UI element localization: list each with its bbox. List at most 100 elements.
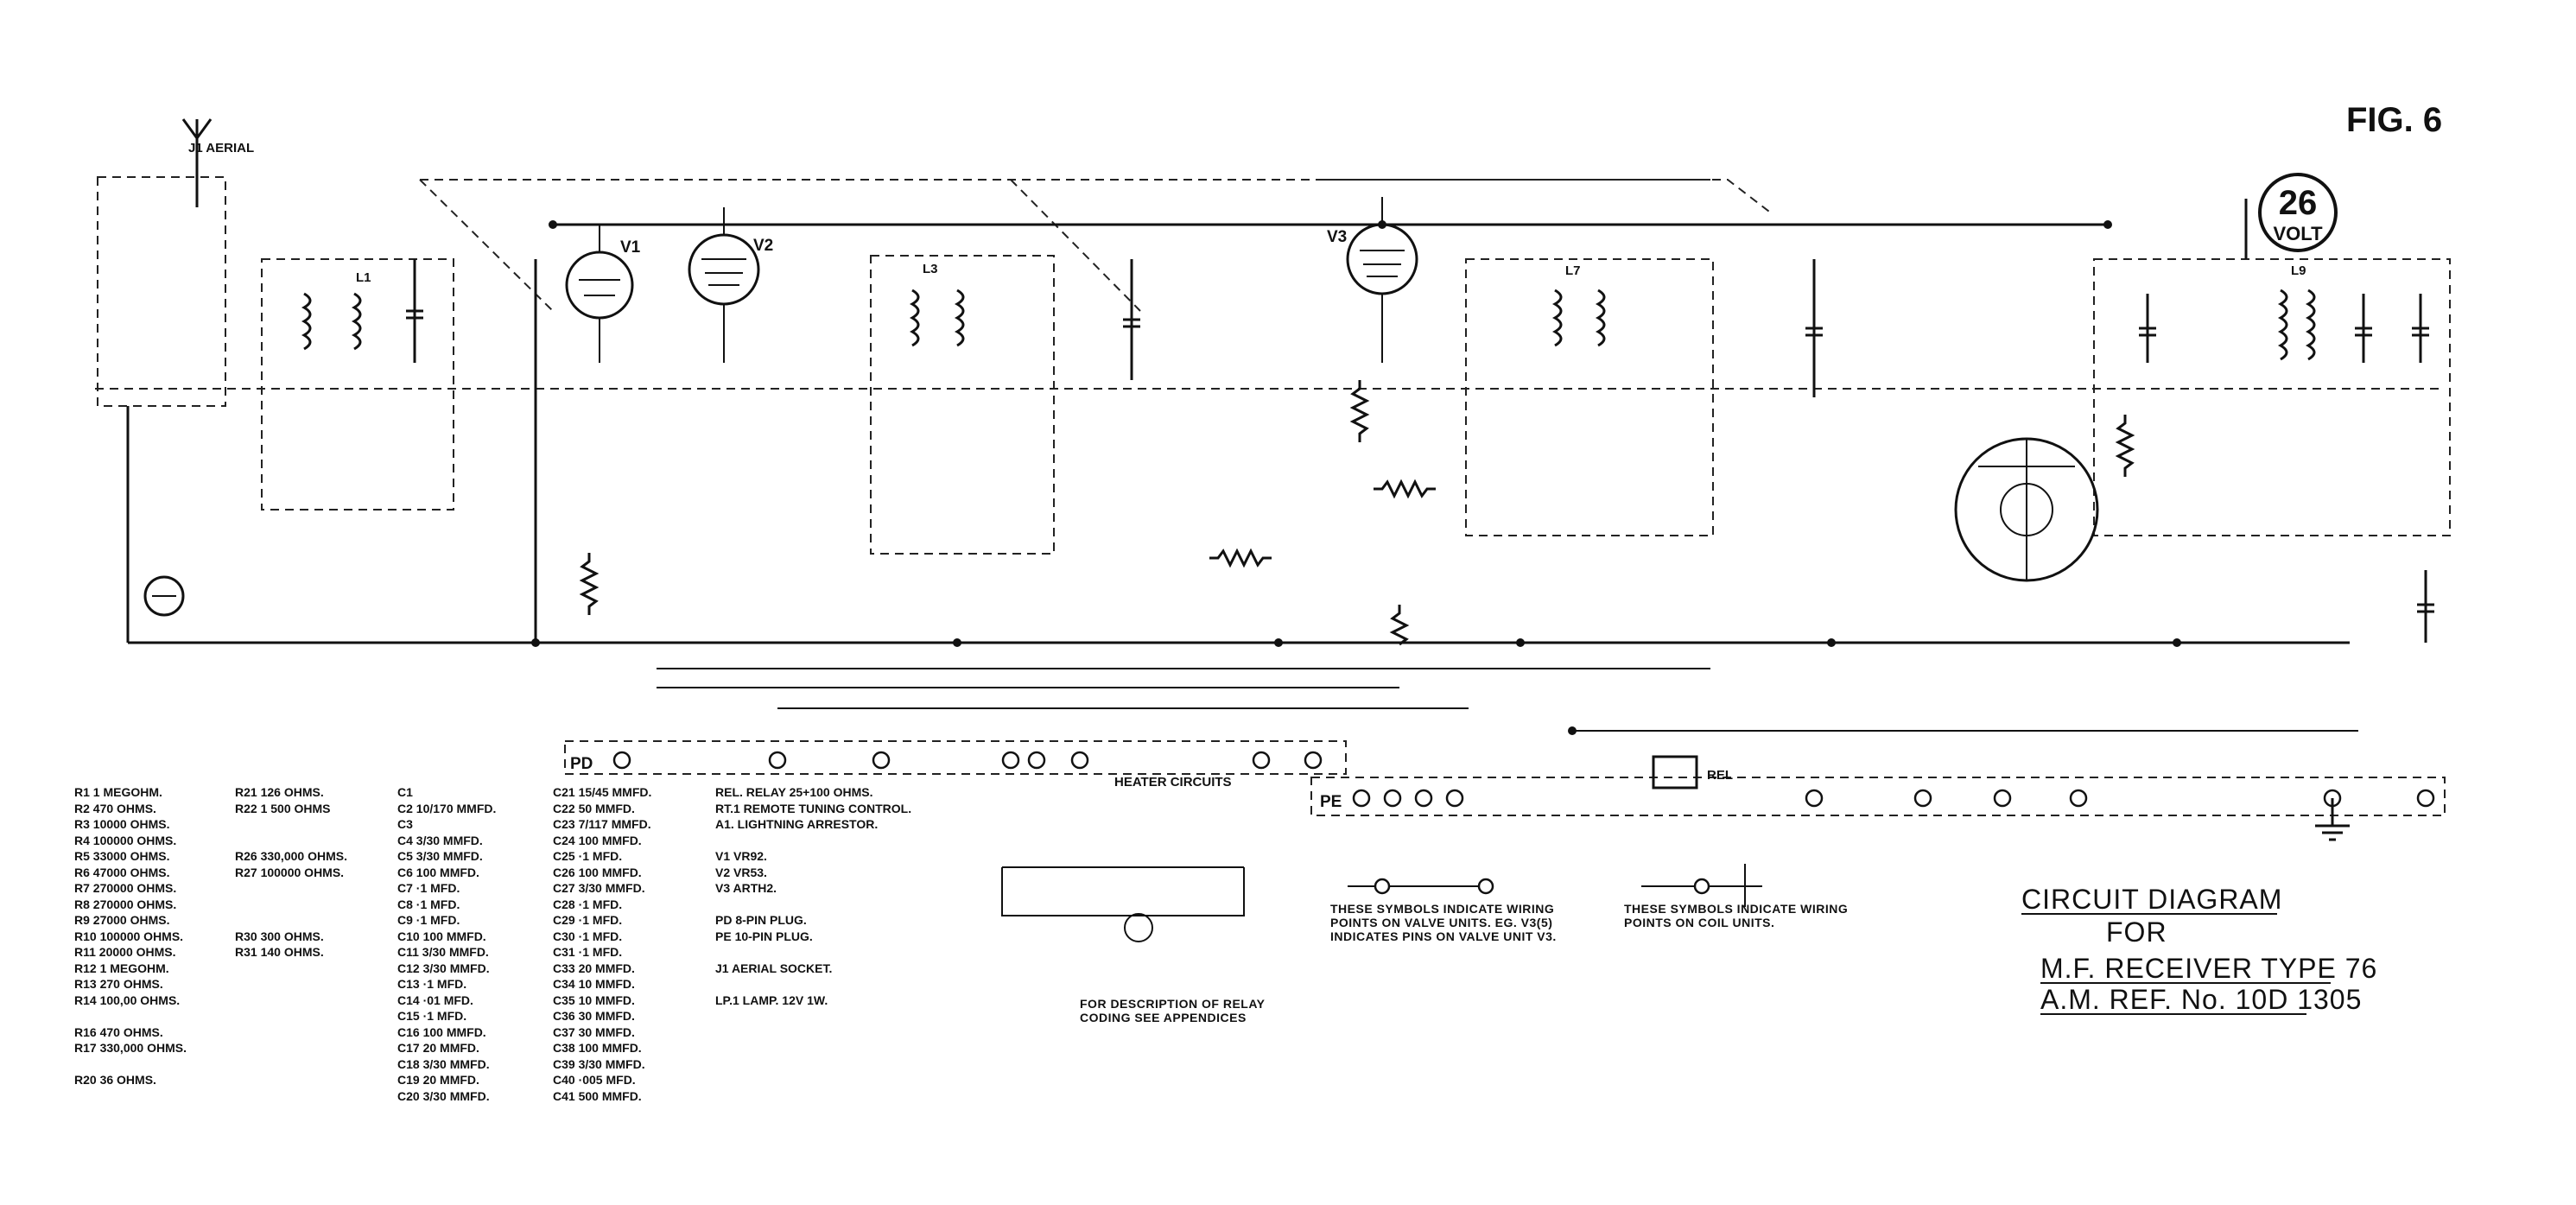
title-block: CIRCUIT DIAGRAM FOR M.F. RECEIVER TYPE 7… <box>2021 884 2377 1015</box>
coil-symbol-note: THESE SYMBOLS INDICATE WIRING POINTS ON … <box>1624 902 1849 929</box>
parts-list-item: PE 10-PIN PLUG. <box>715 929 813 943</box>
parts-list-item: C41 500 MMFD. <box>553 1088 642 1103</box>
parts-list-item: C15 ·1 MFD. <box>397 1009 467 1023</box>
parts-list-item: R30 300 OHMS. <box>235 929 324 943</box>
parts-list-item: C1 <box>397 785 413 799</box>
parts-list-item: C33 20 MMFD. <box>553 961 635 975</box>
capacitor-bank <box>406 259 2434 643</box>
title-line-2: FOR <box>2106 916 2167 948</box>
svg-text:REL: REL <box>1707 768 1733 783</box>
title-line-3: M.F. RECEIVER TYPE 76 <box>2040 953 2377 984</box>
parts-list-item: C7 ·1 MFD. <box>397 881 460 895</box>
parts-list-item <box>715 976 992 993</box>
svg-text:V1: V1 <box>620 238 641 257</box>
aerial-label: J1 AERIAL <box>188 141 254 155</box>
parts-list-item: R1 1 MEGOHM. <box>74 785 162 799</box>
parts-list-item <box>235 833 390 849</box>
parts-list-item <box>235 880 390 897</box>
parts-list-item: V2 VR53. <box>715 865 767 879</box>
parts-list-item <box>715 944 992 961</box>
parts-list-item: C17 20 MMFD. <box>397 1041 479 1055</box>
svg-text:V2: V2 <box>753 237 773 255</box>
junction-dots <box>531 220 2181 735</box>
coil-l3: L3 <box>909 262 965 347</box>
unit-outlines <box>95 176 2451 816</box>
parts-list-item: R26 330,000 OHMS. <box>235 849 347 863</box>
svg-text:L1: L1 <box>356 270 371 285</box>
parts-list-item: R6 47000 OHMS. <box>74 865 170 879</box>
parts-list-item: C2 10/170 MMFD. <box>397 801 497 815</box>
coil-l1: L1 <box>301 270 371 351</box>
parts-list-item: RT.1 REMOTE TUNING CONTROL. <box>715 801 912 815</box>
valve-v1: V1 <box>565 225 641 363</box>
svg-text:PE: PE <box>1320 793 1342 811</box>
parts-list-item: C11 3/30 MMFD. <box>397 945 489 959</box>
parts-list-item: C21 15/45 MMFD. <box>553 785 652 799</box>
parts-list-item: C24 100 MMFD. <box>553 833 642 847</box>
parts-list-item: C37 30 MMFD. <box>553 1024 635 1039</box>
parts-list-item <box>235 897 390 913</box>
parts-list-item <box>74 1056 230 1073</box>
coil-l7: L7 <box>1551 263 1606 347</box>
heater-circuits: HEATER CIRCUITS <box>1001 775 1245 942</box>
parts-list-item: C14 ·01 MFD. <box>397 993 473 1007</box>
parts-list-item: C18 3/30 MMFD. <box>397 1056 490 1071</box>
parts-list-item: C26 100 MMFD. <box>553 865 642 879</box>
parts-list-item: V1 VR92. <box>715 849 767 863</box>
valve-v2: V2 <box>688 207 773 363</box>
parts-list-item: R14 100,00 OHMS. <box>74 993 181 1007</box>
parts-list-capacitors-b: C21 15/45 MMFD. C22 50 MMFD. C23 7/117 MMF… <box>553 784 708 1104</box>
svg-text:V3: V3 <box>1327 228 1347 246</box>
parts-list-item: PD 8-PIN PLUG. <box>715 913 807 927</box>
parts-list-item <box>715 897 992 913</box>
parts-list-item: R11 20000 OHMS. <box>74 945 176 959</box>
parts-list-item: A1. LIGHTNING ARRESTOR. <box>715 817 879 831</box>
ground-bus <box>126 199 2358 732</box>
voltage-badge: 26 VOLT <box>2258 173 2338 252</box>
parts-list-item <box>715 833 992 849</box>
parts-list-item: LP.1 LAMP. 12V 1W. <box>715 993 828 1007</box>
parts-list-item: R12 1 MEGOHM. <box>74 961 169 975</box>
parts-list-item: C4 3/30 MMFD. <box>397 833 483 847</box>
parts-list-item: C39 3/30 MMFD. <box>553 1056 645 1071</box>
plug-pe: PE <box>1320 789 2435 811</box>
parts-list-item: C23 7/117 MMFD. <box>553 817 651 831</box>
parts-list-item: C40 ·005 MFD. <box>553 1073 636 1087</box>
svg-text:L9: L9 <box>2291 263 2306 278</box>
parts-list-item: R17 330,000 OHMS. <box>74 1041 187 1055</box>
parts-list-item: R5 33000 OHMS. <box>74 849 170 863</box>
parts-list-item: C9 ·1 MFD. <box>397 913 460 927</box>
parts-list-item: R10 100000 OHMS. <box>74 929 184 943</box>
aerial-icon: J1 AERIAL <box>181 118 254 207</box>
svg-text:VOLT: VOLT <box>2273 223 2323 244</box>
parts-list-item: R22 1 500 OHMS <box>235 801 331 815</box>
parts-list-item: C22 50 MMFD. <box>553 801 635 815</box>
parts-list-item: C3 <box>397 817 413 831</box>
parts-list-item: J1 AERIAL SOCKET. <box>715 961 833 975</box>
tuning-control-icon <box>1954 437 2099 582</box>
parts-list-item: REL. RELAY 25+100 OHMS. <box>715 785 873 799</box>
parts-list-item: R3 10000 OHMS. <box>74 817 170 831</box>
parts-list-item: C13 ·1 MFD. <box>397 977 467 991</box>
parts-list-item: C27 3/30 MMFD. <box>553 881 645 895</box>
parts-list-item: C20 3/30 MMFD. <box>397 1088 490 1103</box>
parts-list-item <box>235 912 390 929</box>
parts-list-item: R7 270000 OHMS. <box>74 881 177 895</box>
parts-list-item: C28 ·1 MFD. <box>553 897 623 911</box>
lightning-arrestor-icon <box>143 575 185 617</box>
parts-list-item: C12 3/30 MMFD. <box>397 961 490 975</box>
parts-list-item: C16 100 MMFD. <box>397 1024 486 1039</box>
valve-symbol-note: THESE SYMBOLS INDICATE WIRING POINTS ON … <box>1330 902 1557 943</box>
parts-list-item: R27 100000 OHMS. <box>235 865 345 879</box>
relay-description-note: FOR DESCRIPTION OF RELAY CODING SEE APPE… <box>1080 997 1266 1024</box>
parts-list-item: R20 36 OHMS. <box>74 1073 156 1087</box>
resistor-bank <box>579 380 2135 646</box>
parts-list-resistors-a: R1 1 MEGOHM.R2 470 OHMS.R3 10000 OHMS.R4… <box>74 784 230 1088</box>
parts-list-item: C34 10 MMFD. <box>553 977 635 991</box>
parts-list-item: C38 100 MMFD. <box>553 1041 642 1055</box>
parts-list-item: C30 ·1 MFD. <box>553 929 623 943</box>
ground-icon <box>2315 798 2350 841</box>
parts-list-item: C8 ·1 MFD. <box>397 897 460 911</box>
relay-icon: REL <box>1652 755 1733 790</box>
